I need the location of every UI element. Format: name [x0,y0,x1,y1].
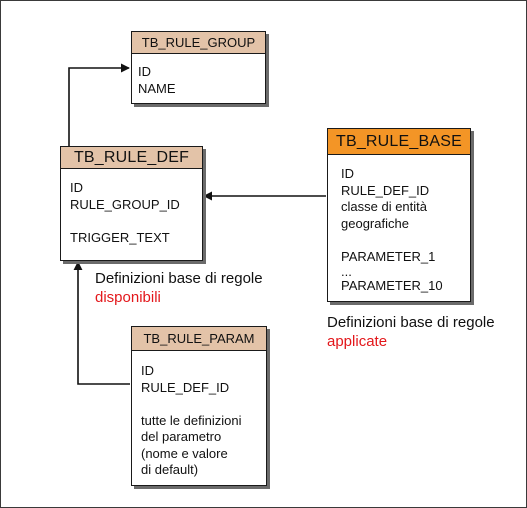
field-description-line1: tutte le definizioni [141,412,242,428]
caption-line: Definizioni base di regole [327,314,495,331]
connector-def-to-group [68,63,130,146]
entity-title: TB_RULE_BASE [328,129,470,155]
entity-fields: ID RULE_DEF_ID classe di entità geografi… [328,155,470,295]
field-rule-def-id: RULE_DEF_ID [141,379,230,395]
field-spacer [141,396,260,413]
entity-tb-rule-param: TB_RULE_PARAM ID RULE_DEF_ID tutte le de… [131,326,267,486]
field-description-line1: classe di entità [341,199,427,214]
connector-param-to-def [73,261,130,385]
field-id: ID [341,166,354,181]
field-trigger-text: TRIGGER_TEXT [70,229,170,245]
field-ellipsis: ... [341,264,352,279]
entity-fields: ID RULE_GROUP_ID TRIGGER_TEXT [61,169,202,246]
entity-fields: ID NAME [132,54,265,97]
caption-applied-rules: Definizioni base di regole applicate [327,313,495,351]
field-id: ID [141,363,154,378]
field-rule-group-id: RULE_GROUP_ID [70,196,180,212]
entity-fields: ID RULE_DEF_ID tutte le definizioni del … [132,351,266,479]
entity-title: TB_RULE_PARAM [132,327,266,351]
entity-tb-rule-def: TB_RULE_DEF ID RULE_GROUP_ID TRIGGER_TEX… [60,146,203,261]
caption-highlight: applicate [327,333,388,350]
field-rule-def-id: RULE_DEF_ID [341,182,430,198]
entity-tb-rule-base: TB_RULE_BASE ID RULE_DEF_ID classe di en… [327,128,471,302]
caption-available-rules: Definizioni base di regole disponibili [95,269,263,307]
field-description-line2: del parametro [141,429,222,444]
entity-title: TB_RULE_DEF [61,147,202,169]
field-description-line4: di default) [141,462,199,477]
field-id: ID [138,64,151,79]
field-spacer [341,232,464,249]
field-parameter-1: PARAMETER_1 [341,248,436,264]
field-name: NAME [138,80,176,96]
field-spacer [70,213,196,230]
field-parameter-10: PARAMETER_10 [341,278,443,293]
caption-line: Definizioni base di regole [95,270,263,287]
field-description-line2: geografiche [341,215,409,231]
caption-highlight: disponibili [95,289,161,306]
field-id: ID [70,180,83,195]
entity-tb-rule-group: TB_RULE_GROUP ID NAME [131,31,266,104]
entity-title: TB_RULE_GROUP [132,32,265,54]
field-description-line3: (nome e valore [141,445,228,461]
